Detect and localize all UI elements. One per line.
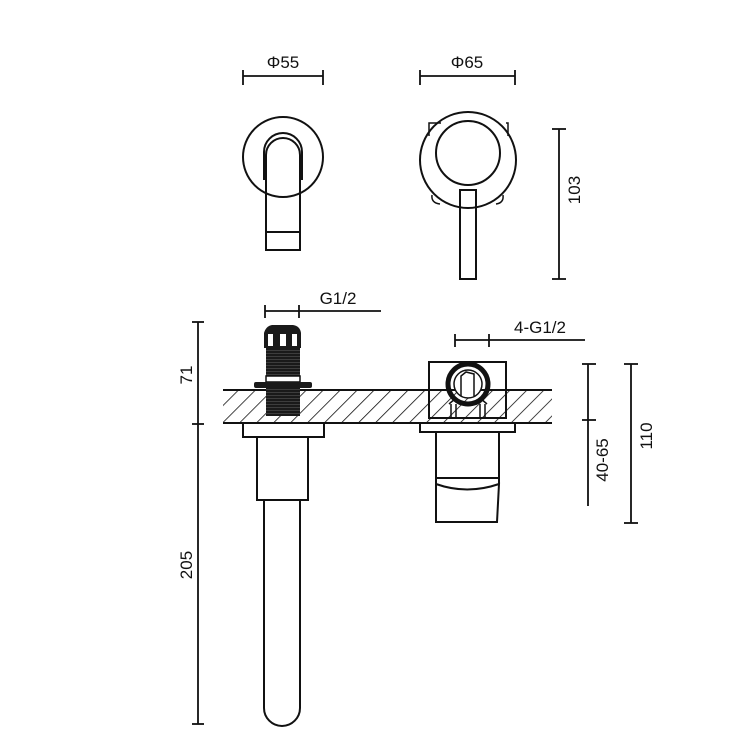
mounting-bracket-tr xyxy=(506,122,509,136)
mixer-rosette-outer xyxy=(419,111,517,209)
valve-cartridge xyxy=(460,371,475,396)
mounting-bracket-br xyxy=(495,194,504,205)
dimension-110: 110 xyxy=(624,363,656,524)
valve-inlet-ring xyxy=(445,361,491,407)
dimension-205: 205 xyxy=(177,424,204,725)
dimension-phi55: Φ55 xyxy=(242,53,324,85)
mixer-front-view: Φ65 103 xyxy=(419,53,584,280)
thread-label-g12: G1/2 xyxy=(320,289,357,308)
thread-dimension-4g12: 4-G1/2 xyxy=(454,318,585,347)
mixer-lever xyxy=(459,189,477,280)
spout-rosette-outer xyxy=(242,116,324,198)
dim-label-205: 205 xyxy=(177,551,196,579)
dim-label-phi65: Φ65 xyxy=(451,53,483,72)
dimension-103: 103 xyxy=(552,128,584,280)
thread-label-4g12: 4-G1/2 xyxy=(514,318,566,337)
dim-label-phi55: Φ55 xyxy=(267,53,299,72)
mixer-handle-side xyxy=(435,482,501,523)
dim-label-110: 110 xyxy=(637,422,656,449)
dim-label-71: 71 xyxy=(177,366,196,385)
washer xyxy=(254,382,312,388)
spout-pipe xyxy=(263,500,301,727)
spout-flange xyxy=(242,422,325,438)
spout-body xyxy=(265,137,301,251)
spout-side-section: G1/2 71 205 xyxy=(177,289,381,727)
dim-label-40-65: 40-65 xyxy=(593,438,612,481)
spout-collar xyxy=(263,132,303,180)
mounting-bracket-bl xyxy=(431,194,441,205)
spout-front-view: Φ55 xyxy=(242,53,324,251)
dim-label-103: 103 xyxy=(565,176,584,204)
mixer-side-section: 4-G1/2 40-65 110 xyxy=(419,318,656,524)
dimension-71: 71 xyxy=(177,321,204,425)
thread-dimension-g12: G1/2 xyxy=(264,289,381,318)
dimension-40-65: 40-65 xyxy=(582,363,612,506)
mixer-flange xyxy=(419,422,516,433)
dimension-phi65: Φ65 xyxy=(419,53,516,85)
mixer-handle-cap xyxy=(435,120,501,186)
mixer-sleeve xyxy=(435,431,500,479)
spout-sleeve xyxy=(256,436,309,501)
